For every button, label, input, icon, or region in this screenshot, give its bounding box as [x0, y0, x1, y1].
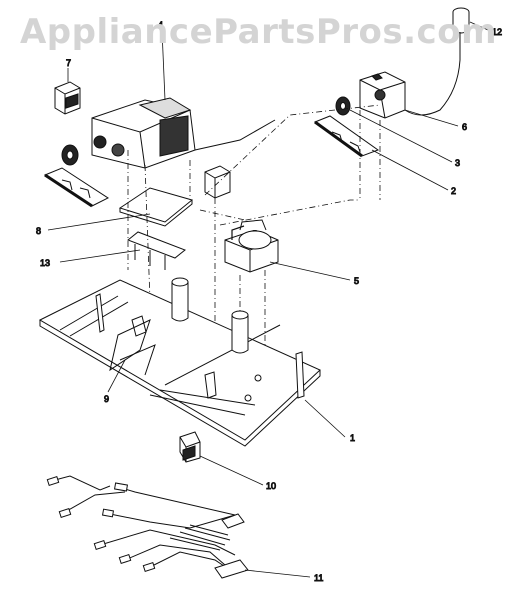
callout-4: 4: [158, 20, 163, 30]
callout-5: 5: [354, 276, 359, 286]
callout-10: 10: [266, 481, 276, 491]
callout-9: 9: [104, 394, 109, 404]
callout-leaders: [47, 21, 489, 578]
callout-2: 2: [451, 186, 456, 196]
part-10-connector: [179, 431, 201, 463]
bracket-left: [43, 167, 110, 208]
callout-3: 3: [455, 158, 460, 168]
part-7-block: [54, 81, 81, 115]
callout-11: 11: [314, 573, 323, 583]
part-2-bracket: [313, 115, 380, 158]
callout-7: 7: [66, 58, 71, 68]
part-3-gear: [335, 96, 351, 116]
callout-8: 8: [36, 226, 41, 236]
callout-6: 6: [462, 122, 467, 132]
part-13-clip: [127, 231, 186, 270]
part-9-assembly: [109, 319, 156, 376]
callout-13: 13: [40, 258, 50, 268]
part-8-plate: [118, 187, 194, 227]
part-12-sensor: [404, 7, 470, 116]
guide-lines: [127, 104, 381, 345]
part-5-housing: [224, 219, 279, 273]
part-4-housing: [91, 97, 276, 169]
right-small-block: [204, 165, 231, 199]
gear-left: [61, 144, 79, 166]
callout-12: 12: [492, 27, 502, 37]
callout-1: 1: [350, 433, 355, 443]
part-6-motor: [359, 71, 406, 119]
part-1-base: [38, 277, 321, 447]
part-11-harness: [46, 475, 249, 579]
